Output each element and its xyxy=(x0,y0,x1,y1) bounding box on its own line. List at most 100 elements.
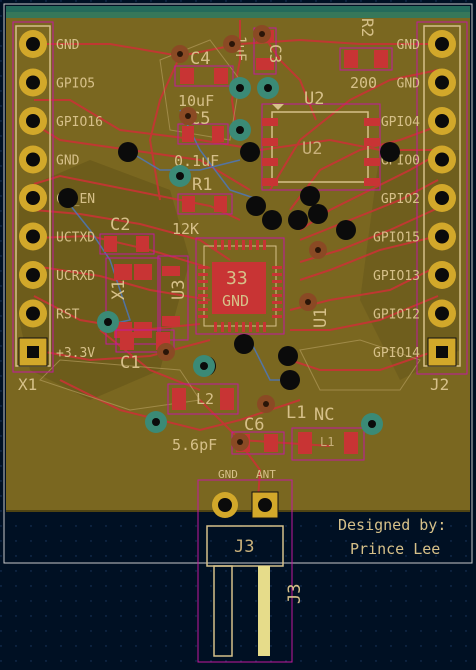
right-header-drill xyxy=(435,114,449,128)
j3-fab-ref: J3 xyxy=(234,537,254,557)
chip-pad-label: GND xyxy=(222,292,249,310)
j3-connector-footprint[interactable]: GND ANT J3 J3 xyxy=(197,468,305,663)
chip-pin xyxy=(263,240,266,250)
esp-chip-footprint[interactable]: 33 GND xyxy=(195,237,285,335)
r2-footprint[interactable]: R2 200 xyxy=(339,18,393,92)
l1-ref: L1 xyxy=(286,403,306,423)
left-header-drill xyxy=(27,346,39,358)
c4-value: 10uF xyxy=(178,92,214,110)
designer-line1: Designed by: xyxy=(338,516,446,534)
chip-pin xyxy=(249,240,252,250)
right-header-pin-label: GPIO4 xyxy=(381,115,420,130)
c2-footprint[interactable]: C2 xyxy=(99,215,155,255)
chip-pin xyxy=(198,301,208,304)
c1-footprint[interactable]: C1 xyxy=(115,329,175,373)
left-header-pin-label: RST xyxy=(56,308,80,323)
chip-pin xyxy=(221,322,224,332)
chip-pin xyxy=(198,273,208,276)
silkscreen-graphics xyxy=(39,39,421,411)
chip-pin xyxy=(242,240,245,250)
chip-pin xyxy=(272,266,282,269)
designer-line2: Prince Lee xyxy=(350,540,440,558)
r1-value: 12K xyxy=(172,220,199,238)
right-header-pin-label: GPIO15 xyxy=(373,231,420,246)
teal-pad-drill xyxy=(368,420,376,428)
r1-footprint[interactable]: R1 12K xyxy=(172,175,233,238)
x1-crystal-ref: X1 xyxy=(109,280,129,300)
chip-pin xyxy=(228,240,231,250)
chip-pin xyxy=(272,280,282,283)
teal-pad-drill xyxy=(104,318,112,326)
chip-pin xyxy=(242,322,245,332)
j3-pin-gnd: GND xyxy=(218,468,238,481)
l1-value: NC xyxy=(314,405,334,425)
chip-pin xyxy=(272,294,282,297)
u1-ref: U1 xyxy=(311,308,331,328)
right-header-drill xyxy=(435,75,449,90)
chip-pin xyxy=(249,322,252,332)
via xyxy=(240,142,260,162)
left-header-drill xyxy=(26,75,40,90)
chip-pin xyxy=(221,240,224,250)
c3-ref: C3 xyxy=(266,44,285,63)
chip-pin xyxy=(256,322,259,332)
chip-pin xyxy=(272,287,282,290)
j3-pin-ant: ANT xyxy=(256,468,276,481)
right-header-drill xyxy=(435,306,449,321)
chip-pin xyxy=(235,322,238,332)
chip-pin xyxy=(272,315,282,318)
right-header-pin-label: GPIO12 xyxy=(373,308,420,323)
brown-via-drill xyxy=(229,41,235,47)
left-header-pads: GNDGPIO5GPIO16GNDCH_ENUCTXDUCRXDRST+3.3V xyxy=(18,30,103,367)
left-header-pin-label: UCRXD xyxy=(56,269,95,284)
vias xyxy=(58,25,400,451)
chip-pad-number: 33 xyxy=(226,268,248,289)
l1-footprint[interactable]: L1 NC L1 xyxy=(286,403,365,461)
left-header-pin-label: +3.3V xyxy=(56,346,95,361)
right-header-drill xyxy=(435,37,449,51)
right-header-pads: GNDGNDGPIO4GPIO0GPIO2GPIO15GPIO13GPIO12G… xyxy=(373,30,457,367)
chip-pin xyxy=(263,322,266,332)
edge-keepout xyxy=(6,6,470,18)
brown-via-drill xyxy=(259,31,265,37)
u3-ref: U3 xyxy=(169,280,189,300)
left-header-drill xyxy=(26,152,40,167)
right-header-drill xyxy=(436,346,448,358)
right-header-drill xyxy=(435,268,449,282)
right-header-drill xyxy=(435,152,449,167)
right-header-pin-label: GPIO13 xyxy=(373,269,420,284)
teal-pad-drill xyxy=(264,84,272,92)
brown-via-drill xyxy=(177,51,183,57)
brown-via-drill xyxy=(163,349,169,355)
via xyxy=(118,142,138,162)
teal-pad-drill xyxy=(236,84,244,92)
c4-footprint[interactable]: C4 10uF xyxy=(174,49,234,110)
chip-pin xyxy=(198,287,208,290)
chip-pin xyxy=(198,315,208,318)
via xyxy=(262,210,282,230)
left-header-drill xyxy=(26,268,40,282)
via xyxy=(300,186,320,206)
brown-via-drill xyxy=(263,401,269,407)
right-header-drill xyxy=(435,191,449,205)
teal-pad-drill xyxy=(152,418,160,426)
chip-pin xyxy=(214,240,217,250)
board-edge xyxy=(3,3,473,564)
pour-edge xyxy=(6,510,470,512)
u2-value: U2 xyxy=(302,139,322,159)
right-header-pin-label: GND xyxy=(397,77,421,92)
u2-footprint[interactable]: U2 U2 xyxy=(261,89,381,191)
u3-footprint[interactable]: U3 xyxy=(157,255,189,341)
left-header-drill xyxy=(26,191,40,205)
j3-ref: J3 xyxy=(285,584,305,604)
chip-pin xyxy=(198,266,208,269)
brown-via-drill xyxy=(237,439,243,445)
c2-ref: C2 xyxy=(110,215,130,235)
chip-pin xyxy=(272,308,282,311)
teal-pad-drill xyxy=(200,362,208,370)
l2-footprint[interactable]: L2 xyxy=(167,383,239,415)
via xyxy=(246,196,266,216)
x1-courtyard xyxy=(12,21,54,373)
